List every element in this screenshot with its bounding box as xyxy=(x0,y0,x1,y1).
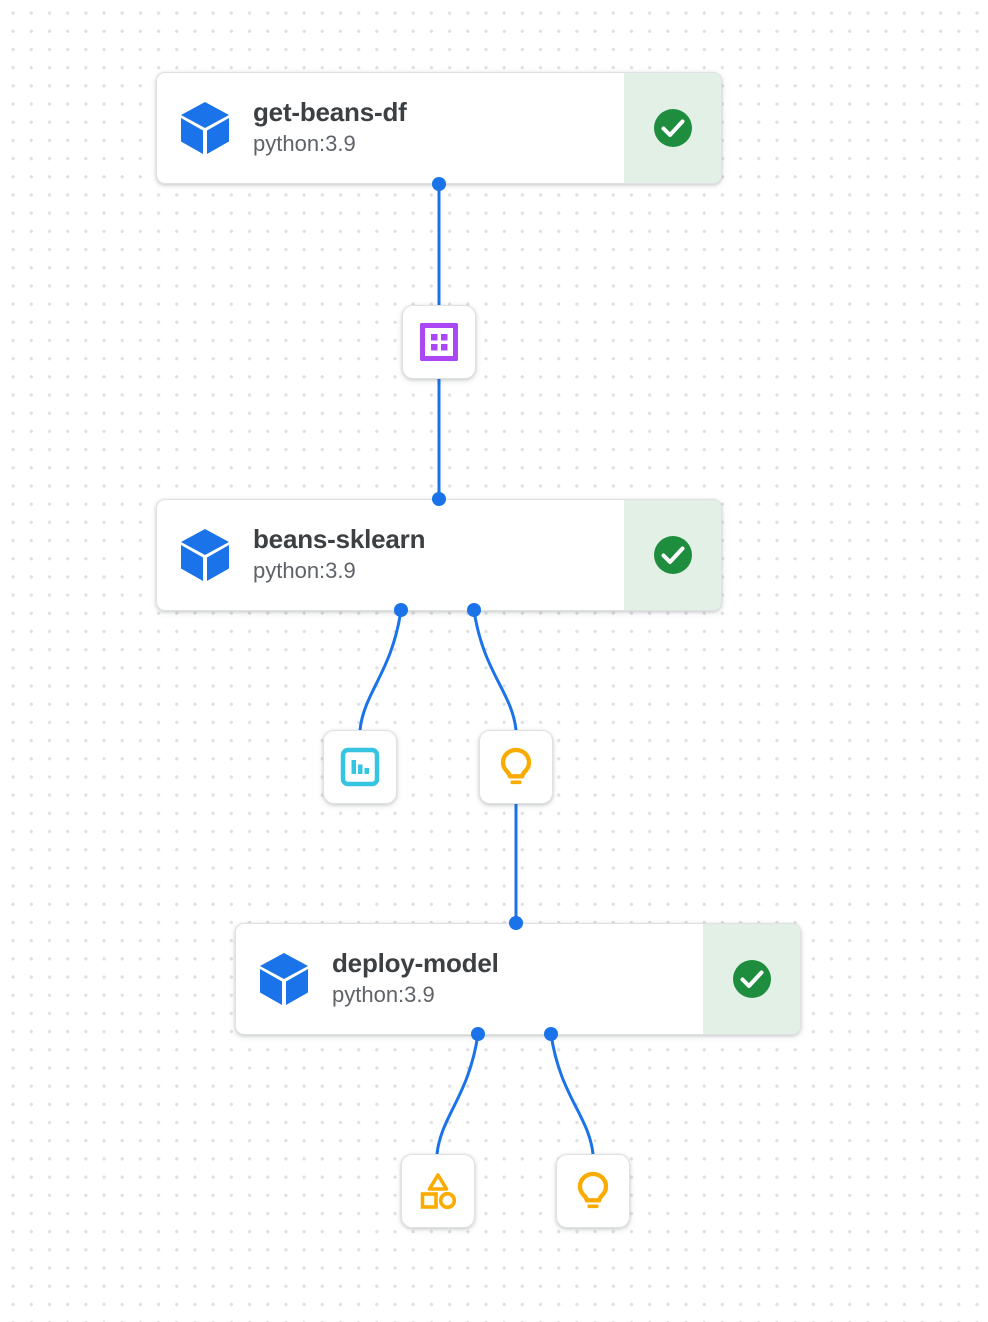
cube-icon xyxy=(157,500,253,610)
task-title: deploy-model xyxy=(332,948,499,979)
lightbulb-icon xyxy=(577,1171,609,1209)
artifact-node-dataset[interactable] xyxy=(402,305,476,379)
task-title: get-beans-df xyxy=(253,97,407,128)
task-subtitle: python:3.9 xyxy=(253,131,356,157)
status-badge-success xyxy=(624,500,721,610)
lightbulb-icon xyxy=(500,747,532,785)
artifact-node-classification[interactable] xyxy=(401,1154,475,1228)
artifact-node-endpoint[interactable] xyxy=(556,1154,630,1228)
task-node-beans-sklearn[interactable]: beans-sklearn python:3.9 xyxy=(156,499,722,611)
task-node-deploy-model[interactable]: deploy-model python:3.9 xyxy=(235,923,801,1035)
cube-icon xyxy=(157,73,253,183)
task-subtitle: python:3.9 xyxy=(253,558,356,584)
port-deploy-model-in[interactable] xyxy=(509,916,523,930)
task-label-group: deploy-model python:3.9 xyxy=(332,924,703,1034)
check-circle-icon xyxy=(653,536,692,574)
status-badge-success xyxy=(703,924,800,1034)
edge-deploy-model-to-classification xyxy=(435,1033,480,1155)
edge-beans-sklearn-to-metrics xyxy=(358,609,403,731)
port-deploy-model-out-endpoint[interactable] xyxy=(544,1027,558,1041)
task-node-get-beans-df[interactable]: get-beans-df python:3.9 xyxy=(156,72,722,184)
port-beans-sklearn-out-model[interactable] xyxy=(467,603,481,617)
port-beans-sklearn-out-metrics[interactable] xyxy=(394,603,408,617)
status-badge-success xyxy=(624,73,721,183)
artifact-node-metrics[interactable] xyxy=(323,730,397,804)
task-label-group: get-beans-df python:3.9 xyxy=(253,73,624,183)
artifact-node-model[interactable] xyxy=(479,730,553,804)
port-get-beans-df-out[interactable] xyxy=(432,177,446,191)
task-title: beans-sklearn xyxy=(253,524,426,555)
shapes-icon xyxy=(420,1173,457,1210)
edge-beans-sklearn-to-model xyxy=(472,609,518,731)
task-label-group: beans-sklearn python:3.9 xyxy=(253,500,624,610)
port-beans-sklearn-in[interactable] xyxy=(432,492,446,506)
check-circle-icon xyxy=(732,960,771,998)
edge-deploy-model-to-endpoint xyxy=(549,1033,595,1155)
port-deploy-model-out-classification[interactable] xyxy=(471,1027,485,1041)
cube-icon xyxy=(236,924,332,1034)
bar-chart-icon xyxy=(340,747,380,787)
task-subtitle: python:3.9 xyxy=(332,982,435,1008)
check-circle-icon xyxy=(653,109,692,147)
dataset-icon xyxy=(420,323,458,361)
